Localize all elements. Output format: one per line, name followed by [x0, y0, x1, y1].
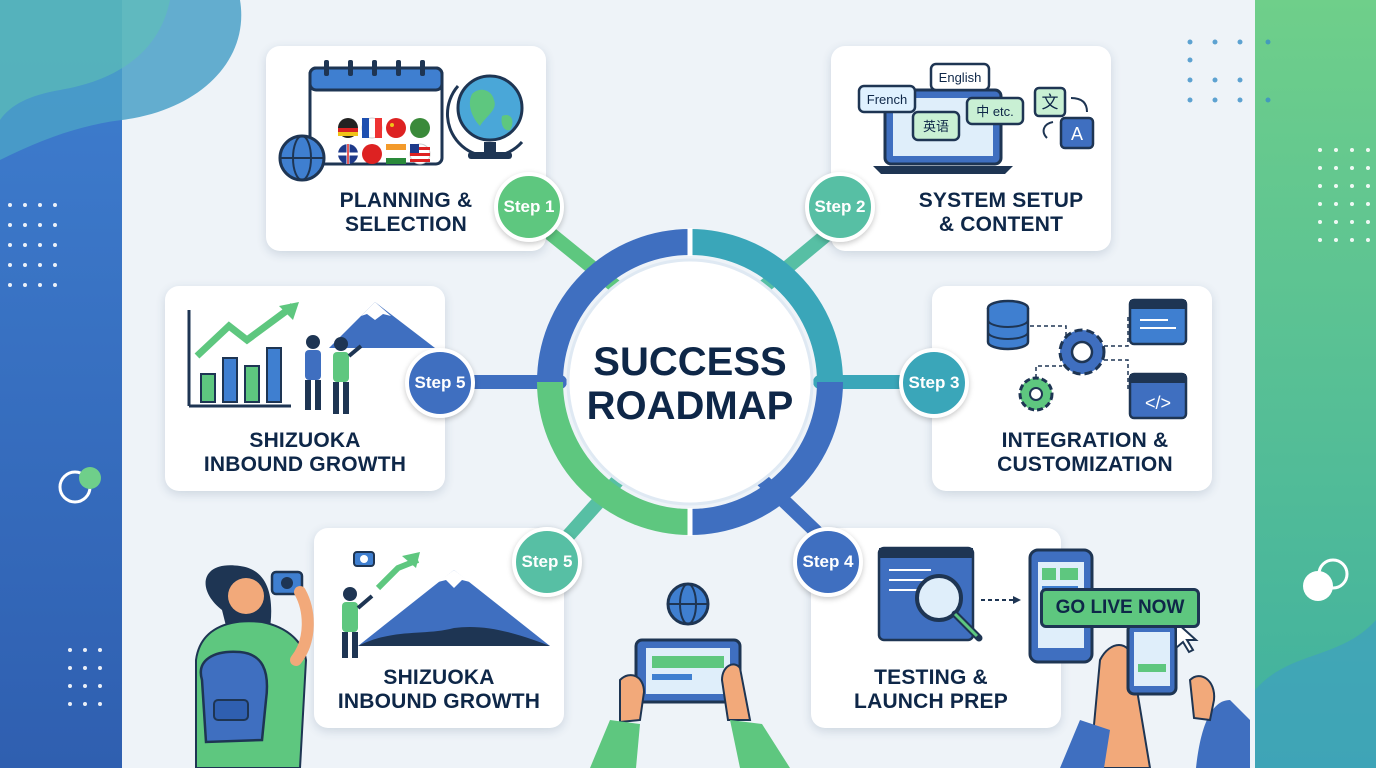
hub-title: SUCCESS ROADMAP	[565, 340, 815, 428]
mountain-fuji-icon-2	[358, 570, 550, 646]
card-system-setup-line2: & CONTENT	[938, 213, 1064, 236]
flag-icons	[338, 117, 431, 165]
card-integration-line2: CUSTOMIZATION	[997, 453, 1173, 476]
card-planning-title: PLANNING & SELECTION	[266, 189, 546, 237]
card-system-setup: French English 英语 中 etc. 文 A SYSTEM SETU…	[831, 46, 1111, 251]
system-setup-illustration: French English 英语 中 etc. 文 A	[857, 62, 1095, 174]
step-badge-system-setup: Step 2	[805, 172, 875, 242]
translate-kanji: 文	[1042, 93, 1059, 112]
bubble-english: English	[939, 70, 982, 85]
speech-bubble-icon: French English 英语 中 etc.	[857, 62, 1025, 142]
globe-icon-small	[278, 134, 326, 182]
card-testing-title: TESTING & LAUNCH PREP	[811, 666, 1061, 714]
dot-grid-left	[8, 203, 102, 706]
card-growth-left-line1: SHIZUOKA	[249, 429, 361, 452]
planning-illustration	[278, 60, 524, 182]
growth-chart-icon	[187, 302, 299, 408]
card-integration-line1: INTEGRATION &	[1001, 429, 1169, 452]
card-testing-line1: TESTING &	[874, 666, 988, 689]
card-system-setup-line1: SYSTEM SETUP	[918, 189, 1084, 212]
hub-title-line2: ROADMAP	[586, 384, 794, 428]
step-badge-growth-left: Step 5	[405, 348, 475, 418]
hub-center	[566, 258, 814, 506]
card-growth-left-line2: INBOUND GROWTH	[203, 453, 407, 476]
card-integration-title: INTEGRATION & CUSTOMIZATION	[932, 429, 1212, 477]
translate-latin: A	[1071, 124, 1083, 144]
database-icon	[986, 299, 1030, 351]
bubble-etc: 中 etc.	[976, 104, 1014, 119]
right-panel-wave	[1255, 620, 1376, 768]
dot-grid-right	[1318, 148, 1370, 242]
card-planning-line2: SELECTION	[345, 213, 467, 236]
magnifier-icon	[915, 574, 983, 642]
bubble-chinese: 英语	[923, 119, 949, 134]
card-growth-left: SHIZUOKA INBOUND GROWTH	[165, 286, 445, 491]
traveler-icon-2	[342, 587, 374, 658]
card-growth-bottom: SHIZUOKA INBOUND GROWTH	[314, 528, 564, 728]
card-growth-bottom-line2: INBOUND GROWTH	[337, 690, 541, 713]
growth-illustration	[187, 302, 435, 414]
testing-illustration	[877, 546, 1021, 642]
code-window-icon: </>	[1128, 298, 1188, 420]
card-growth-left-title: SHIZUOKA INBOUND GROWTH	[165, 429, 445, 477]
step-badge-integration: Step 3	[899, 348, 969, 418]
card-growth-bottom-title: SHIZUOKA INBOUND GROWTH	[314, 666, 564, 714]
hub-title-line1: SUCCESS	[593, 340, 787, 384]
dashed-connectors	[1030, 314, 1129, 390]
camera-icon	[353, 551, 375, 567]
go-live-now-button[interactable]: GO LIVE NOW	[1040, 588, 1200, 628]
calendar-icon	[308, 60, 444, 166]
step-badge-growth-bottom: Step 5	[512, 527, 582, 597]
card-testing-line2: LAUNCH PREP	[854, 690, 1008, 713]
card-growth-bottom-line1: SHIZUOKA	[383, 666, 495, 689]
card-integration: </> INTEGRATION & CUSTOMIZATION	[932, 286, 1212, 491]
integration-illustration: </>	[986, 298, 1188, 420]
card-planning-line1: PLANNING &	[339, 189, 473, 212]
code-glyph: </>	[1145, 393, 1171, 413]
step-badge-planning: Step 1	[494, 172, 564, 242]
traveler-icon	[305, 335, 363, 414]
card-system-setup-title: SYSTEM SETUP & CONTENT	[831, 189, 1111, 237]
ring-decoration-right	[1303, 571, 1333, 601]
bubble-french: French	[867, 92, 907, 107]
gear-icon	[1018, 328, 1106, 412]
step-badge-testing: Step 4	[793, 527, 863, 597]
mountain-fuji-icon	[329, 302, 435, 348]
translate-icon: 文 A	[1033, 86, 1095, 150]
growth-bottom-illustration	[342, 551, 550, 658]
globe-icon	[446, 74, 524, 159]
dot-grid-top-right	[1187, 39, 1271, 103]
hub-ring	[537, 228, 843, 536]
